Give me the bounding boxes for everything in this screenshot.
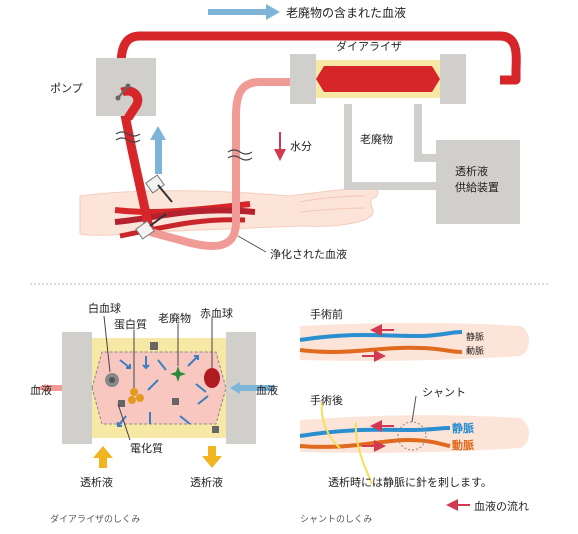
needle-clips	[135, 174, 173, 240]
dializer-label: ダイアライザ	[336, 40, 402, 53]
artery-label: 動脈	[466, 347, 485, 357]
dialyzer	[290, 54, 466, 104]
dialysate-in-label: 透析液	[80, 476, 113, 489]
legend-label: 血液の流れ	[474, 500, 529, 513]
shunt-label: シャント	[422, 386, 466, 399]
dialyzer-detail	[36, 315, 274, 468]
shunt-note: 透析時には静脈に針を刺します。	[328, 476, 492, 489]
tube-break-marks	[115, 131, 253, 161]
electrolyte-label: 電化質	[130, 442, 163, 455]
pump-label: ポンプ	[50, 82, 83, 95]
blood-tube-return	[148, 78, 290, 250]
waste-label: 老廃物	[360, 133, 393, 146]
flow-arrow-up	[150, 126, 166, 174]
purified-label: 浄化された血液	[270, 248, 347, 261]
shunt-caption: シャントのしくみ	[300, 515, 373, 525]
protein-label: 蛋白質	[114, 318, 147, 331]
waste-detail-label: 老廃物	[158, 312, 191, 325]
dialysate-lines	[344, 104, 436, 190]
blood-right-label: 血液	[256, 384, 278, 397]
purified-leader	[237, 235, 267, 253]
blood-left-label: 血液	[30, 384, 52, 397]
pump-box	[96, 58, 156, 121]
dialysate-out-label: 透析液	[190, 476, 223, 489]
supply-label-2: 供給装置	[455, 181, 499, 194]
before-label: 手術前	[310, 308, 343, 321]
supply-label-1: 透析液	[455, 165, 488, 178]
flow-arrow-top	[208, 4, 280, 20]
red-cell-label: 赤血球	[200, 307, 233, 320]
shunt-after-arm	[299, 395, 529, 485]
artery-after-label: 動脈	[452, 439, 474, 452]
white-cell-label: 白血球	[88, 302, 121, 315]
shunt-before-arm	[299, 323, 529, 362]
vein-after-label: 静脈	[452, 422, 474, 435]
supply-device-box	[436, 140, 520, 224]
after-label: 手術後	[310, 394, 343, 407]
top-arrow-label: 老廃物の含まれた血液	[286, 6, 407, 20]
dialyzer-caption: ダイアライザのしくみ	[50, 515, 141, 525]
water-label: 水分	[290, 140, 312, 153]
vein-label: 静脈	[466, 333, 485, 343]
